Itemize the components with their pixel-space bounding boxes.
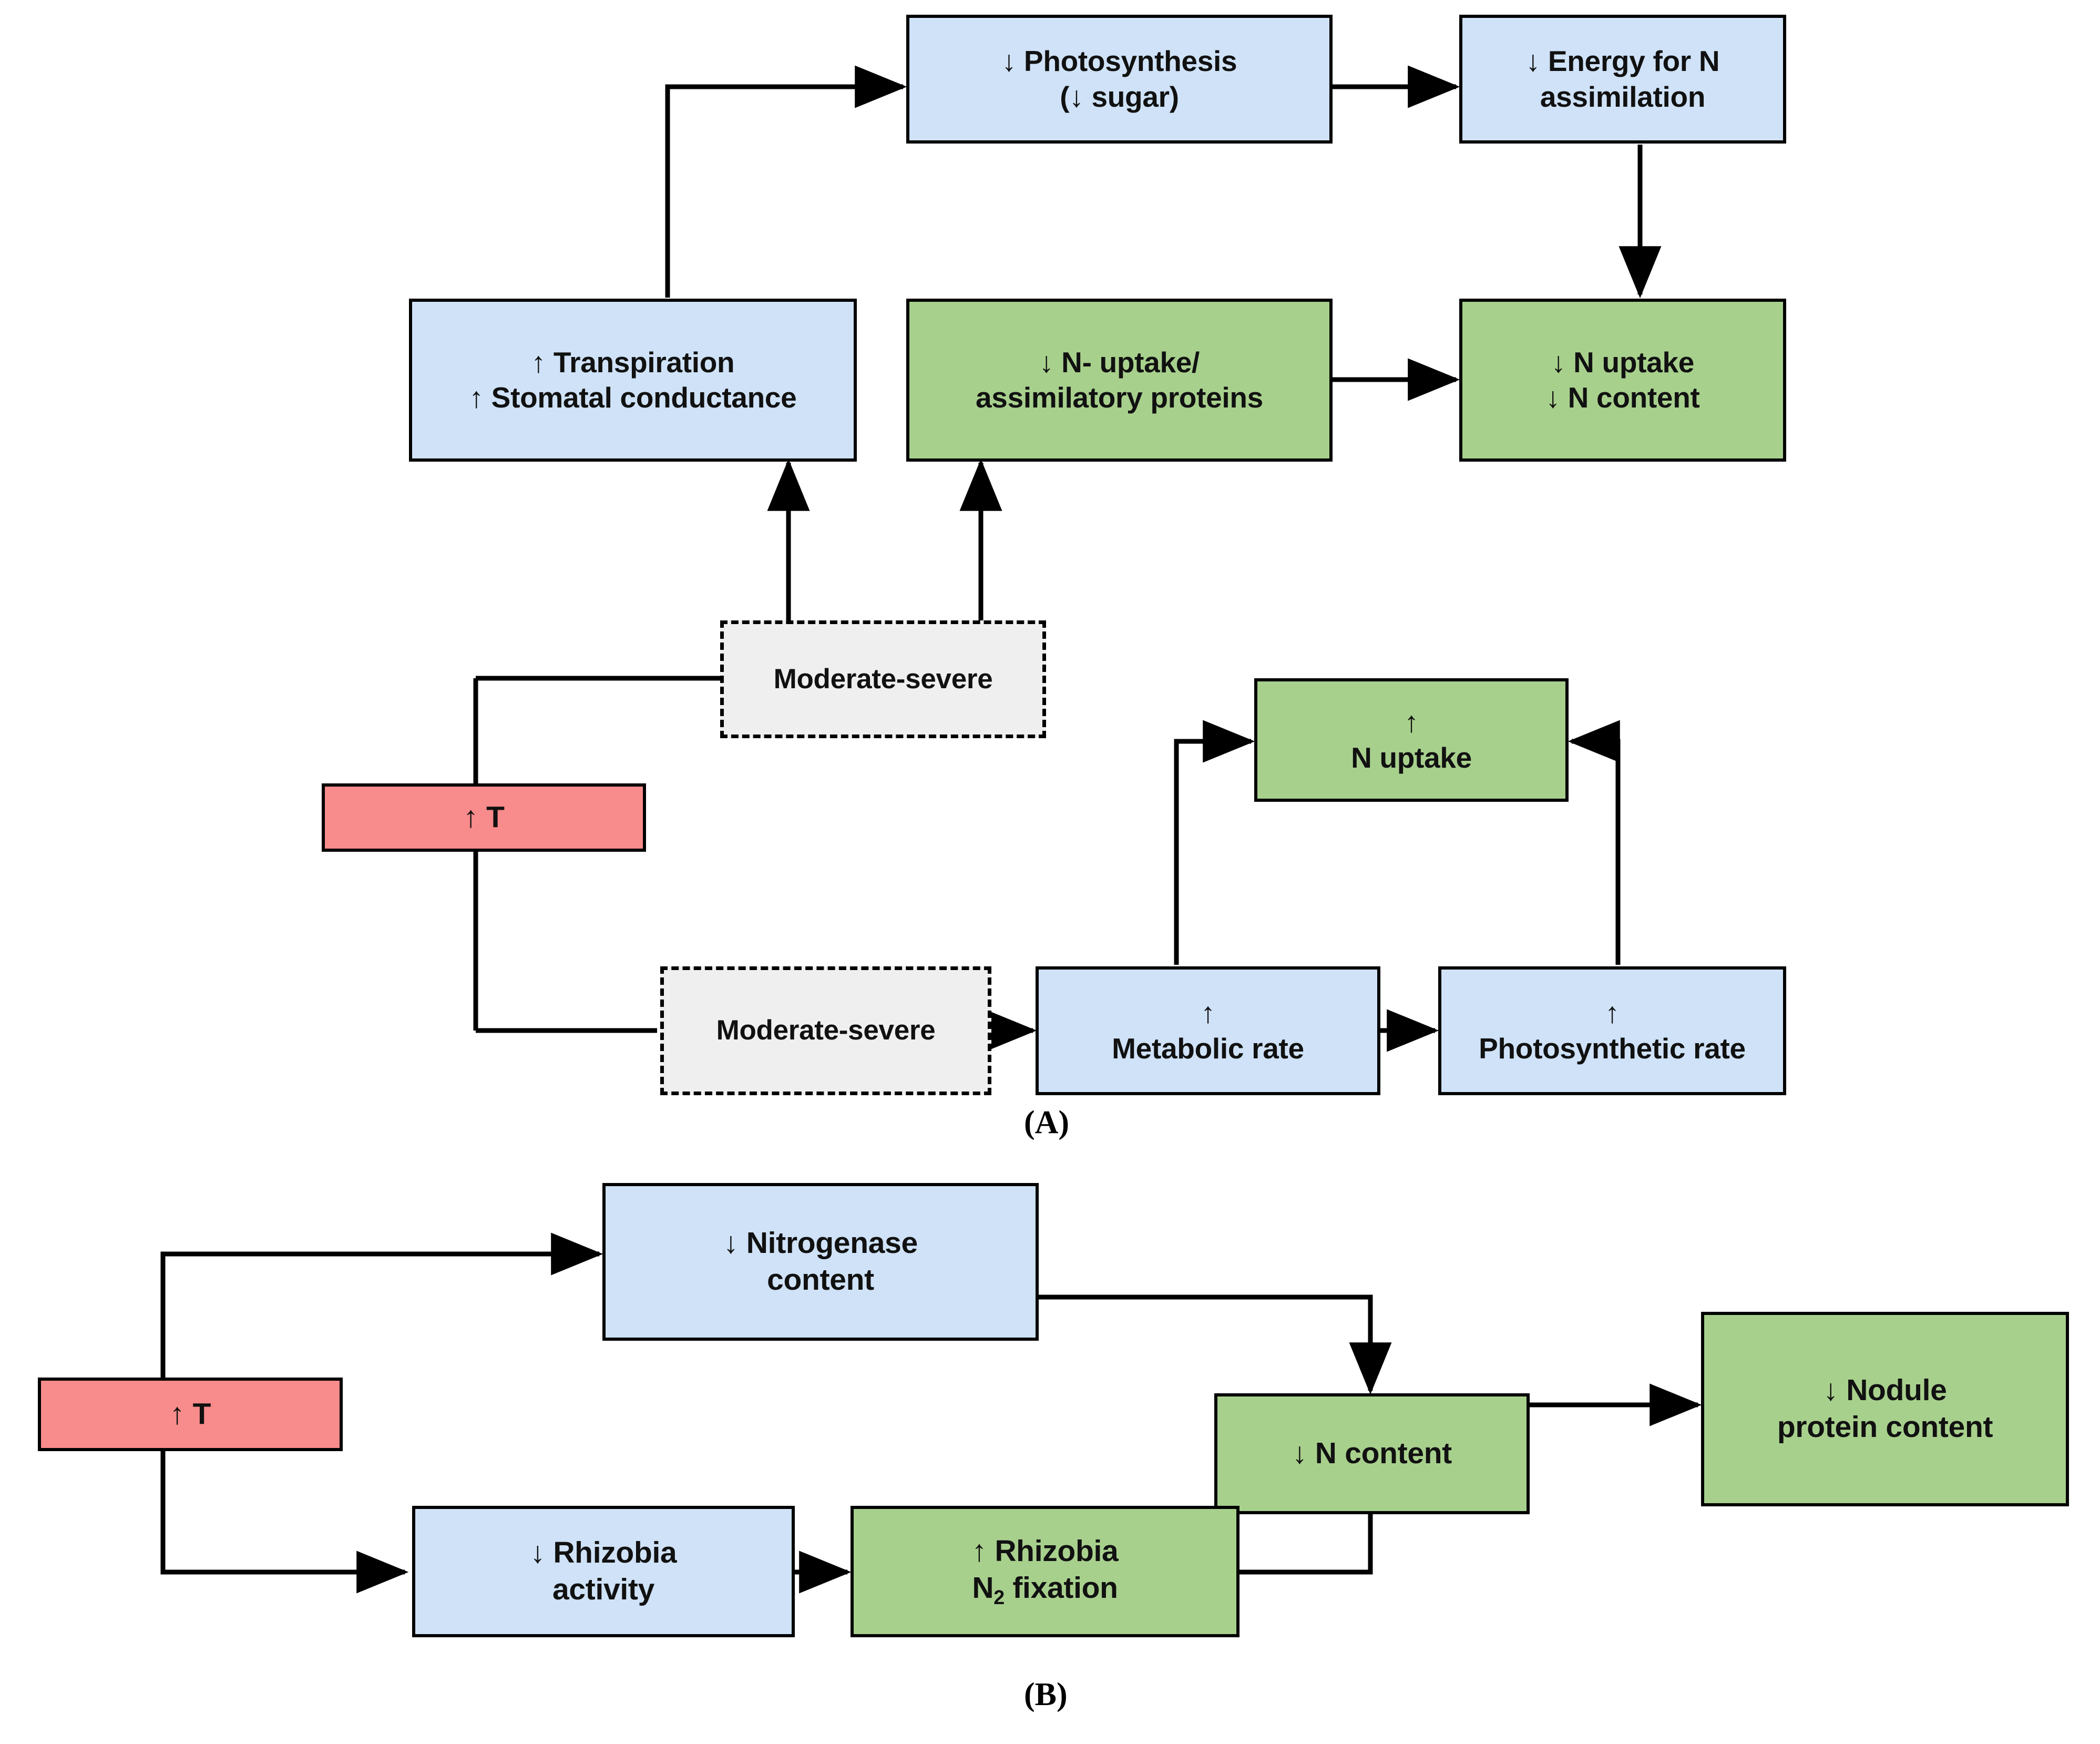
node-metabolic-rate-label: ↑ Metabolic rate <box>1112 996 1304 1065</box>
node-moderate-severe-top[interactable]: Moderate-severe <box>720 620 1046 738</box>
wire-photosynthetic-to-nuptake <box>1568 720 1621 965</box>
node-photosynthesis[interactable]: ↓ Photosynthesis (↓ sugar) <box>906 15 1333 144</box>
panel-label-b-text: (B) <box>1024 1677 1068 1712</box>
wire-metabolic-to-nuptake <box>1174 720 1255 965</box>
node-temperature-a[interactable]: ↑ T <box>322 783 646 852</box>
node-temperature-a-label: ↑ T <box>463 800 505 834</box>
node-transpiration-stomatal[interactable]: ↑ Transpiration ↑ Stomatal conductance <box>409 299 857 462</box>
panel-label-b: (B) <box>1024 1676 1068 1714</box>
node-nodule-protein-content[interactable]: ↓ Nodule protein content <box>1701 1312 2069 1506</box>
node-n-content-b[interactable]: ↓ N content <box>1214 1393 1530 1514</box>
wire-transpiration-to-photosynthesis <box>665 65 907 298</box>
node-rhizobia-n2-fixation-label: ↑ Rhizobia N2 fixation <box>971 1534 1119 1608</box>
node-n-uptake-n-content[interactable]: ↓ N uptake ↓ N content <box>1459 299 1786 462</box>
node-n-uptake-n-content-label: ↓ N uptake ↓ N content <box>1545 345 1700 414</box>
node-n-uptake-increase-label: ↑ N uptake <box>1351 706 1472 774</box>
node-moderate-severe-bottom[interactable]: Moderate-severe <box>660 966 991 1095</box>
wire-nitrogenase-to-ncontent <box>1038 1294 1392 1395</box>
node-photosynthetic-rate-label: ↑ Photosynthetic rate <box>1479 996 1746 1065</box>
node-photosynthesis-label: ↓ Photosynthesis (↓ sugar) <box>1001 45 1237 113</box>
node-rhizobia-activity[interactable]: ↓ Rhizobia activity <box>412 1506 795 1637</box>
node-n-uptake-assimilatory-proteins[interactable]: ↓ N- uptake/ assimilatory proteins <box>906 299 1333 462</box>
node-moderate-severe-top-label: Moderate-severe <box>773 663 993 695</box>
node-metabolic-rate[interactable]: ↑ Metabolic rate <box>1036 966 1380 1095</box>
node-n-uptake-increase[interactable]: ↑ N uptake <box>1254 678 1569 802</box>
panel-label-a-text: (A) <box>1024 1105 1070 1140</box>
node-photosynthetic-rate[interactable]: ↑ Photosynthetic rate <box>1438 966 1786 1095</box>
node-nitrogenase-content[interactable]: ↓ Nitrogenase content <box>602 1183 1039 1341</box>
node-energy-label: ↓ Energy for N assimilation <box>1525 45 1720 113</box>
node-nitrogenase-content-label: ↓ Nitrogenase content <box>723 1226 918 1297</box>
node-nodule-protein-content-label: ↓ Nodule protein content <box>1777 1373 1993 1444</box>
node-temperature-b-label: ↑ T <box>169 1397 211 1431</box>
node-energy-for-n-assimilation[interactable]: ↓ Energy for N assimilation <box>1459 15 1786 144</box>
node-rhizobia-activity-label: ↓ Rhizobia activity <box>530 1536 677 1606</box>
node-n-content-b-label: ↓ N content <box>1292 1436 1452 1471</box>
panel-label-a: (A) <box>1024 1104 1069 1141</box>
node-transpiration-label: ↑ Transpiration ↑ Stomatal conductance <box>469 345 797 414</box>
node-moderate-severe-bottom-label: Moderate-severe <box>716 1015 936 1046</box>
node-rhizobia-n2-fixation[interactable]: ↑ Rhizobia N2 fixation <box>851 1506 1239 1637</box>
node-temperature-b[interactable]: ↑ T <box>38 1378 343 1451</box>
node-assimilatory-label: ↓ N- uptake/ assimilatory proteins <box>976 345 1263 414</box>
